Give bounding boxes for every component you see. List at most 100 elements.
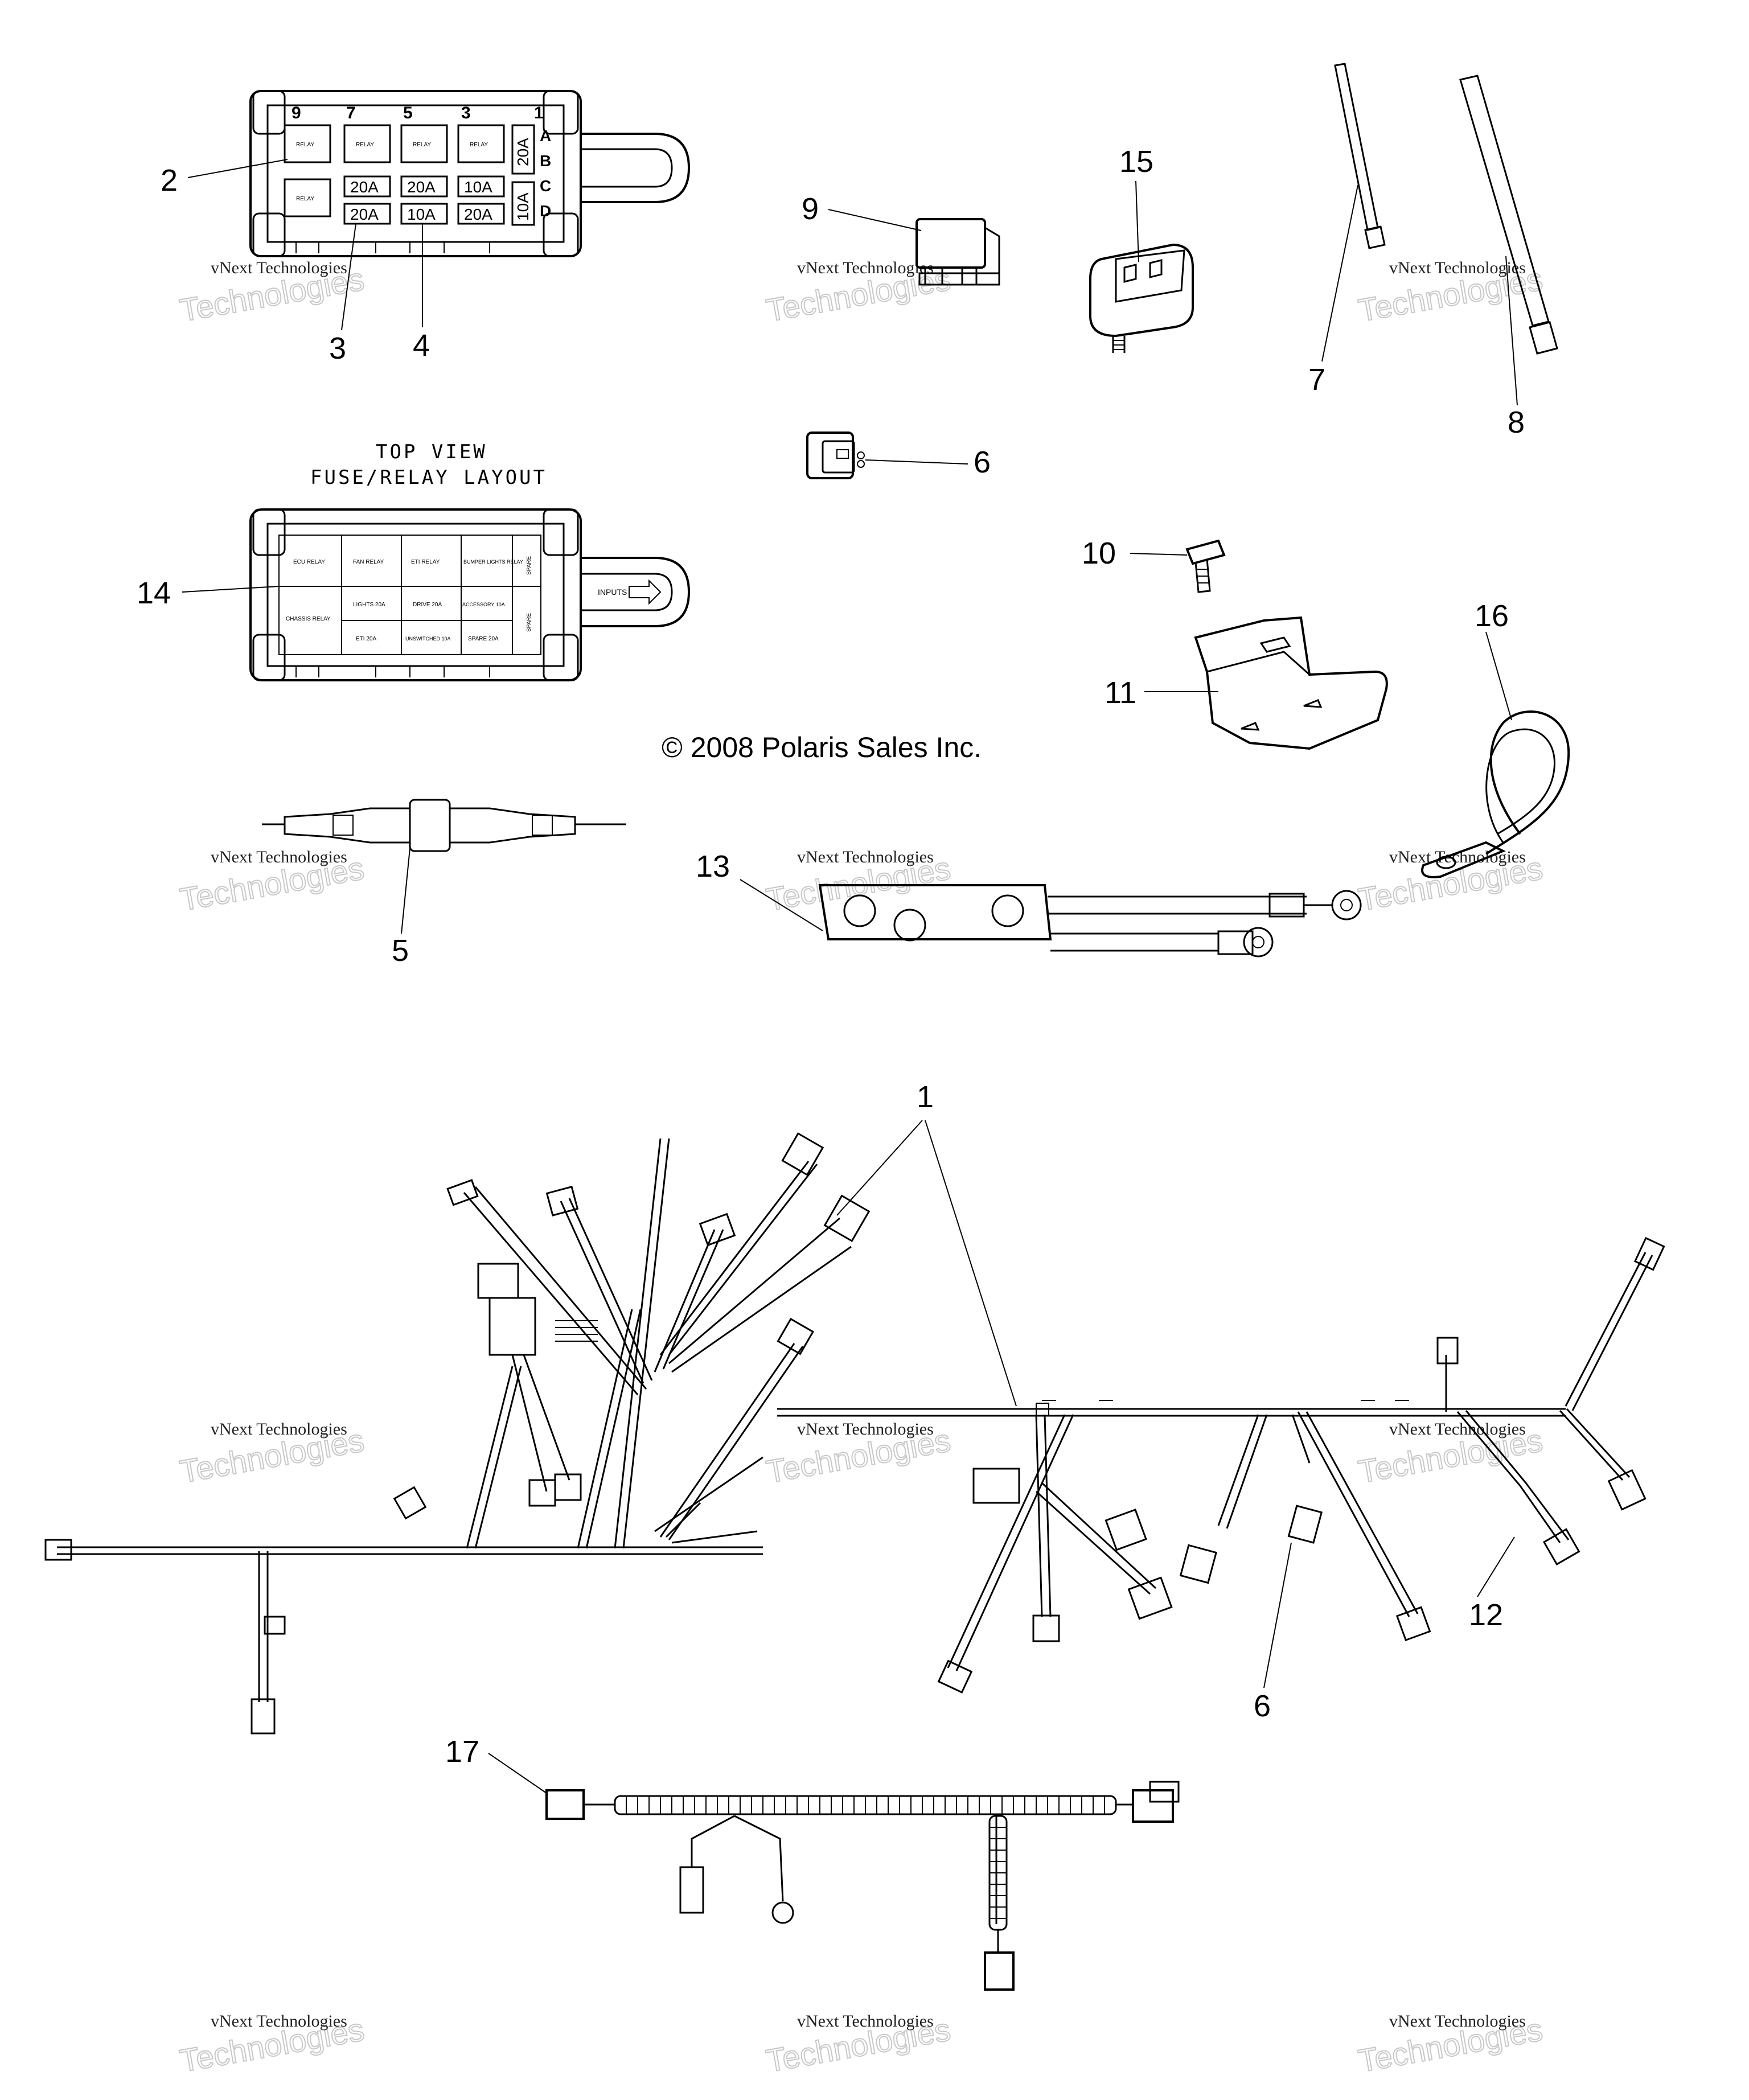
watermark: Technologies vNext Technologies bbox=[176, 2011, 367, 2080]
svg-text:RELAY: RELAY bbox=[470, 142, 488, 148]
svg-text:20A: 20A bbox=[514, 138, 532, 166]
svg-text:UNSWITCHED 10A: UNSWITCHED 10A bbox=[405, 636, 451, 642]
svg-text:20A: 20A bbox=[464, 206, 492, 223]
svg-text:vNext Technologies: vNext Technologies bbox=[1389, 2012, 1526, 2031]
svg-text:RELAY: RELAY bbox=[296, 196, 314, 202]
svg-text:LIGHTS 20A: LIGHTS 20A bbox=[353, 602, 385, 608]
svg-text:vNext Technologies: vNext Technologies bbox=[211, 258, 347, 277]
svg-text:vNext Technologies: vNext Technologies bbox=[1389, 258, 1526, 277]
connector-part-6 bbox=[806, 431, 865, 479]
svg-text:vNext Technologies: vNext Technologies bbox=[211, 848, 347, 866]
clamp-part-16 bbox=[1421, 710, 1570, 878]
svg-text:7: 7 bbox=[346, 104, 356, 122]
svg-text:20A: 20A bbox=[350, 178, 379, 196]
callout-1: 1 bbox=[836, 1080, 1017, 1407]
svg-text:FUSE/RELAY LAYOUT: FUSE/RELAY LAYOUT bbox=[310, 466, 547, 489]
svg-text:A: A bbox=[540, 127, 551, 145]
callout-6-top: 6 bbox=[865, 445, 991, 479]
watermark: Technologies vNext Technologies bbox=[1355, 2011, 1546, 2080]
cable-tie-part-7 bbox=[1334, 63, 1386, 249]
svg-text:RELAY: RELAY bbox=[296, 142, 314, 148]
watermark: Technologies vNext Technologies bbox=[763, 1420, 954, 1490]
svg-text:15: 15 bbox=[1119, 145, 1153, 179]
svg-text:ETI 20A: ETI 20A bbox=[356, 636, 376, 642]
callout-17: 17 bbox=[445, 1735, 547, 1794]
callout-11: 11 bbox=[1105, 676, 1218, 710]
svg-text:20A: 20A bbox=[407, 178, 436, 196]
svg-text:vNext Technologies: vNext Technologies bbox=[797, 848, 934, 866]
screw-part-10 bbox=[1185, 539, 1226, 593]
svg-text:INPUTS: INPUTS bbox=[598, 587, 627, 597]
svg-text:TOP VIEW: TOP VIEW bbox=[376, 441, 487, 463]
svg-text:1: 1 bbox=[534, 104, 544, 122]
svg-text:6: 6 bbox=[974, 445, 991, 479]
svg-text:vNext Technologies: vNext Technologies bbox=[211, 1420, 347, 1439]
callout-3: 3 bbox=[329, 223, 356, 365]
svg-text:3: 3 bbox=[461, 104, 471, 122]
svg-text:10A: 10A bbox=[407, 206, 436, 223]
watermark: Technologies vNext Technologies bbox=[763, 848, 954, 918]
svg-text:ECU RELAY: ECU RELAY bbox=[293, 559, 325, 565]
svg-text:RELAY: RELAY bbox=[413, 142, 431, 148]
svg-text:RELAY: RELAY bbox=[356, 142, 374, 148]
svg-text:FAN RELAY: FAN RELAY bbox=[353, 559, 384, 565]
svg-text:10: 10 bbox=[1082, 536, 1116, 570]
watermark: Technologies vNext Technologies bbox=[763, 2011, 954, 2080]
svg-text:vNext Technologies: vNext Technologies bbox=[1389, 848, 1526, 866]
callout-16: 16 bbox=[1475, 599, 1512, 721]
svg-text:6: 6 bbox=[1254, 1689, 1271, 1723]
svg-text:SPARE: SPARE bbox=[526, 556, 532, 575]
callout-13: 13 bbox=[696, 849, 823, 931]
fuse-box-part-2: 9 7 5 3 1 RELAY RELAY RELAY RELAY RELAY … bbox=[249, 90, 691, 257]
svg-text:2: 2 bbox=[161, 163, 178, 198]
svg-text:13: 13 bbox=[696, 849, 730, 883]
svg-text:9: 9 bbox=[802, 192, 819, 226]
svg-text:SPARE 20A: SPARE 20A bbox=[468, 636, 499, 642]
watermark: Technologies vNext Technologies bbox=[176, 258, 367, 329]
svg-text:vNext Technologies: vNext Technologies bbox=[1389, 1420, 1526, 1439]
main-harness-part-1 bbox=[44, 1132, 1665, 1735]
svg-text:14: 14 bbox=[137, 576, 171, 610]
svg-text:vNext Technologies: vNext Technologies bbox=[797, 258, 934, 277]
copyright-notice: © 2008 Polaris Sales Inc. bbox=[662, 731, 982, 763]
svg-text:vNext Technologies: vNext Technologies bbox=[797, 1420, 934, 1439]
svg-text:BUMPER LIGHTS RELAY: BUMPER LIGHTS RELAY bbox=[463, 559, 523, 565]
watermark: Technologies vNext Technologies bbox=[1355, 1420, 1546, 1490]
callout-7: 7 bbox=[1308, 184, 1358, 397]
sub-harness-part-17 bbox=[545, 1781, 1180, 1991]
svg-text:vNext Technologies: vNext Technologies bbox=[797, 2012, 934, 2031]
fuse-relay-layout-part-14: ECU RELAY FAN RELAY ETI RELAY BUMPER LIG… bbox=[249, 508, 691, 681]
svg-text:12: 12 bbox=[1469, 1598, 1503, 1632]
svg-text:10A: 10A bbox=[464, 178, 492, 196]
cable-tie-part-8 bbox=[1459, 75, 1558, 355]
svg-text:16: 16 bbox=[1475, 599, 1509, 633]
callout-4: 4 bbox=[413, 224, 430, 363]
bracket-part-11 bbox=[1194, 616, 1388, 750]
svg-text:8: 8 bbox=[1508, 405, 1525, 439]
watermarks: Technologies vNext Technologies Technolo… bbox=[176, 258, 1546, 2080]
svg-text:5: 5 bbox=[403, 104, 413, 122]
svg-text:4: 4 bbox=[413, 328, 430, 363]
svg-text:C: C bbox=[540, 177, 551, 195]
svg-text:1: 1 bbox=[917, 1080, 934, 1114]
svg-text:CHASSIS RELAY: CHASSIS RELAY bbox=[286, 616, 331, 622]
svg-text:ACCESSORY 10A: ACCESSORY 10A bbox=[462, 602, 505, 607]
relay-part-9 bbox=[915, 218, 1000, 286]
callout-5: 5 bbox=[392, 848, 410, 968]
layout-heading: TOP VIEW FUSE/RELAY LAYOUT bbox=[310, 441, 547, 489]
svg-text:SPARE: SPARE bbox=[526, 613, 532, 632]
plate-part-13 bbox=[818, 884, 1362, 957]
callout-9: 9 bbox=[802, 192, 922, 231]
callout-10: 10 bbox=[1082, 536, 1188, 570]
callout-6-bottom: 6 bbox=[1254, 1542, 1292, 1723]
callout-12: 12 bbox=[1469, 1536, 1515, 1632]
callout-2: 2 bbox=[161, 159, 288, 198]
svg-text:DRIVE 20A: DRIVE 20A bbox=[413, 602, 442, 608]
svg-text:vNext Technologies: vNext Technologies bbox=[211, 2012, 347, 2031]
callout-14: 14 bbox=[137, 576, 280, 610]
sensor-part-15 bbox=[1089, 243, 1194, 353]
svg-text:3: 3 bbox=[329, 331, 346, 365]
callout-8: 8 bbox=[1505, 256, 1525, 439]
svg-text:© 2008 Polaris Sales Inc.: © 2008 Polaris Sales Inc. bbox=[662, 731, 982, 763]
